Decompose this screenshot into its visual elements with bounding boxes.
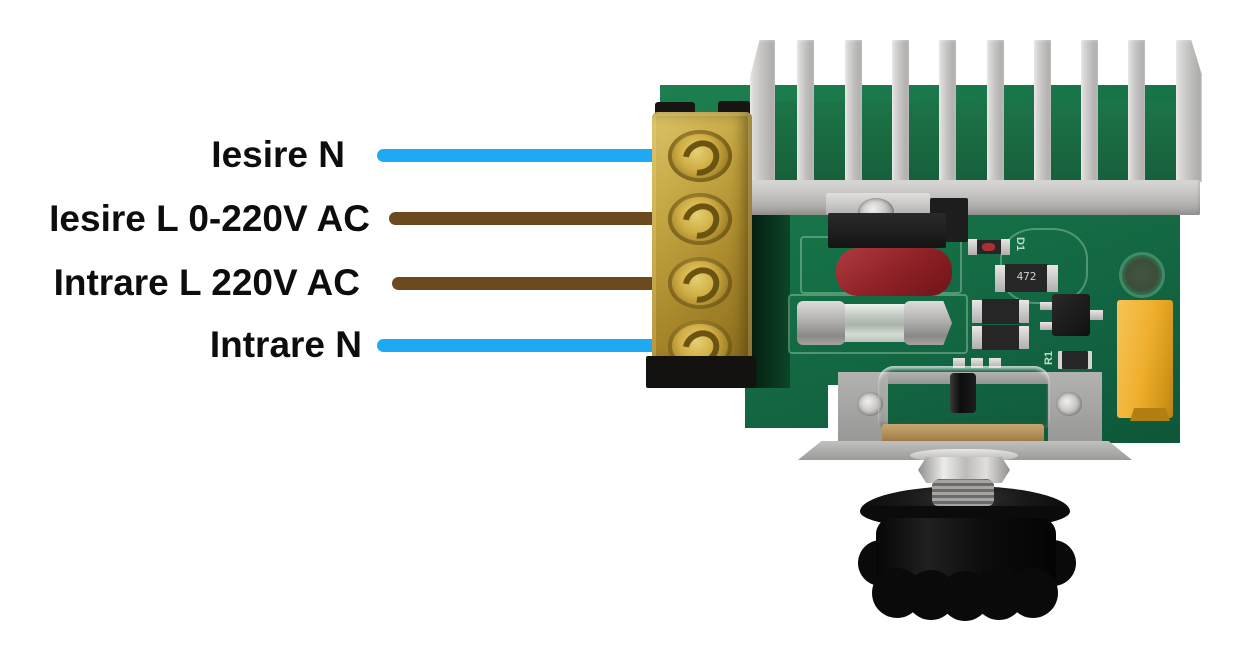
terminal-block-base: [646, 356, 756, 388]
led-pad: [1001, 239, 1010, 255]
label-intrare-n: Intrare N: [209, 324, 362, 365]
triac-body: [828, 213, 946, 248]
led-pad: [968, 239, 977, 255]
heatsink-fin: [1081, 40, 1099, 182]
pot-pad: [989, 358, 1001, 368]
transistor-lead: [1089, 310, 1103, 320]
heatsink-base: [745, 180, 1200, 215]
wire-iesire-l: [389, 212, 700, 225]
yellow-capacitor-base: [1130, 408, 1170, 421]
terminal-screw-3: [668, 257, 732, 309]
red-film-capacitor: [836, 248, 952, 296]
smd-resistor: [982, 299, 1020, 324]
heatsink-fin: [939, 40, 957, 182]
silkscreen-r1: R1: [1043, 350, 1056, 366]
wire-iesire-n: [377, 149, 705, 162]
pot-pad: [971, 358, 983, 368]
resistor-cap: [995, 265, 1006, 292]
heatsink-backplate: [740, 101, 1197, 184]
fuse-glass-tube: [843, 304, 907, 342]
wire-intrare-l: [392, 277, 703, 290]
smd-led-lens: [982, 243, 995, 251]
heatsink-fin: [986, 40, 1004, 182]
bracket-screw-right: [1056, 392, 1082, 416]
yellow-film-capacitor: [1117, 300, 1173, 418]
heatsink-fin: [1128, 40, 1146, 182]
heatsink-fin: [797, 40, 815, 182]
smd-resistor-472: 472: [1005, 264, 1048, 292]
fuse-cap-right: [904, 301, 952, 345]
mounting-hole: [1122, 255, 1162, 295]
resistor-cap: [1019, 326, 1029, 349]
heatsink-fin: [844, 40, 862, 182]
resistor-value-text: 472: [1016, 270, 1037, 283]
resistor-cap: [1019, 300, 1029, 323]
transistor-lead: [1040, 322, 1053, 330]
smd-transistor: [1052, 294, 1090, 336]
fuse-cap-left: [797, 301, 845, 345]
resistor-cap: [1047, 265, 1058, 292]
pot-nut: [918, 457, 1010, 483]
silkscreen-d1: D1: [1014, 236, 1027, 252]
knob-shaft-visible: [932, 480, 994, 506]
heatsink-fin: [891, 40, 909, 182]
resistor-cap: [972, 326, 982, 349]
smd-r1: [1062, 351, 1088, 369]
label-intrare-l: Intrare L 220V AC: [53, 262, 360, 303]
pot-pad: [953, 358, 965, 368]
potentiometer-wafer: [882, 424, 1044, 444]
resistor-cap: [972, 300, 982, 323]
terminal-screw-2: [668, 193, 732, 245]
heatsink-fin: [1033, 40, 1051, 182]
label-iesire-n: Iesire N: [211, 134, 345, 175]
wire-intrare-n: [377, 339, 700, 352]
terminal-block: [652, 112, 752, 372]
transistor-lead: [1040, 302, 1053, 310]
smd-resistor: [982, 325, 1020, 350]
label-iesire-l: Iesire L 0-220V AC: [49, 198, 370, 239]
pcb-shadow-edge: [752, 200, 790, 388]
bracket-screw-left: [857, 392, 883, 416]
terminal-screw-1: [668, 130, 732, 182]
heatsink-fin: [750, 40, 775, 182]
heatsink-fin: [1175, 40, 1202, 182]
potentiometer-slot: [950, 373, 976, 413]
knob-scallop: [1008, 568, 1058, 618]
